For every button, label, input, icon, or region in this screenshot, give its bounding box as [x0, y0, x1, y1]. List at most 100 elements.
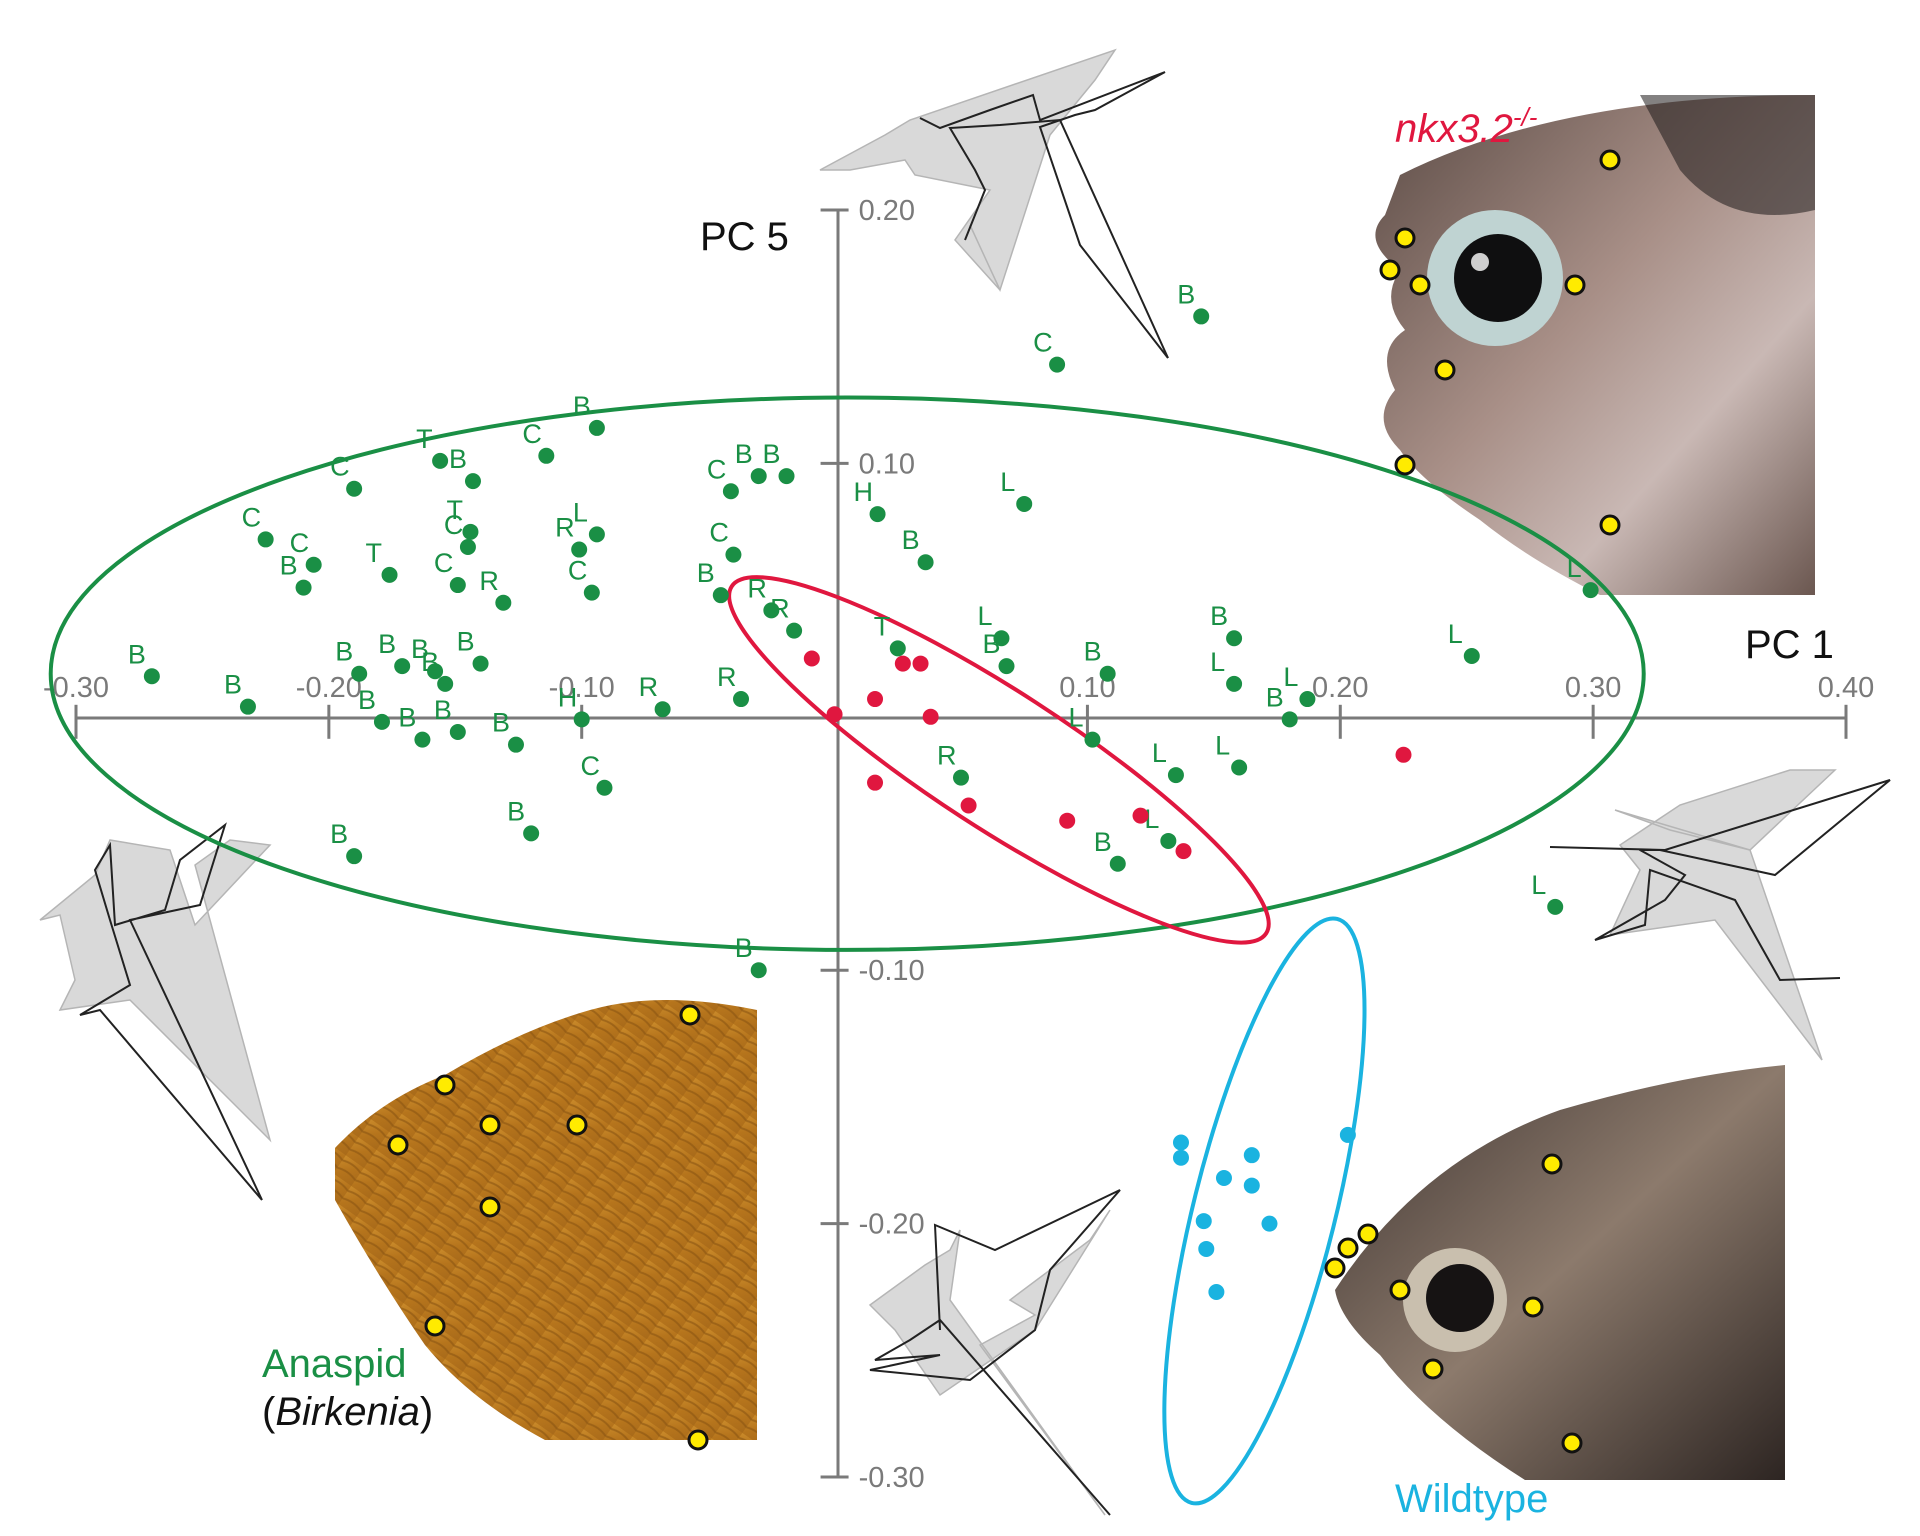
point-anaspid	[437, 675, 454, 692]
point-label: L	[1068, 703, 1083, 733]
point-label: T	[366, 538, 383, 568]
point-anaspid	[346, 848, 363, 865]
point-anaspid	[725, 546, 742, 563]
point-label: B	[492, 708, 510, 738]
point-label: L	[1210, 647, 1225, 677]
point-label: B	[358, 685, 376, 715]
point-nkx32	[867, 691, 884, 708]
point-nkx32	[912, 655, 929, 672]
point-label: L	[977, 601, 992, 631]
point-label: R	[937, 741, 957, 771]
point-anaspid	[917, 554, 934, 571]
point-label: L	[1448, 619, 1463, 649]
point-label: C	[522, 419, 542, 449]
point-anaspid	[427, 663, 444, 680]
landmark-dot	[1337, 1237, 1359, 1259]
point-label: T	[446, 495, 463, 525]
y-tick-label: 0.10	[859, 448, 915, 480]
landmark-dot	[1357, 1223, 1379, 1245]
point-nkx32	[1395, 746, 1412, 763]
landmark-dot	[1379, 259, 1401, 281]
point-anaspid	[538, 447, 555, 464]
x-tick-label: 0.20	[1312, 672, 1368, 704]
point-anaspid	[449, 577, 466, 594]
point-nkx32	[960, 797, 977, 814]
point-label: T	[416, 424, 433, 454]
ellipse-wildtype	[1162, 916, 1367, 1506]
point-anaspid	[596, 779, 613, 796]
point-wildtype	[1243, 1177, 1260, 1194]
point-nkx32	[867, 774, 884, 791]
landmark-dot	[1561, 1432, 1583, 1454]
wildtype-fish-photo	[1335, 1065, 1785, 1480]
point-label: B	[697, 558, 715, 588]
point-label: B	[411, 634, 429, 664]
point-wildtype	[1208, 1284, 1225, 1301]
point-anaspid	[998, 658, 1015, 675]
landmark-dot	[434, 1074, 456, 1096]
point-anaspid	[1547, 898, 1564, 915]
point-label: H	[558, 682, 578, 712]
y-axis: 0.200.10-0.10-0.20-0.30 PC 5	[700, 195, 925, 1494]
point-label: B	[1177, 279, 1195, 309]
point-label: B	[335, 637, 353, 667]
point-label: R	[717, 662, 737, 692]
point-nkx32	[894, 655, 911, 672]
point-anaspid	[305, 556, 322, 573]
wildtype-label: Wildtype	[1395, 1477, 1548, 1521]
confidence-ellipses	[48, 395, 1646, 1506]
point-anaspid	[495, 594, 512, 611]
landmark-dot	[1599, 149, 1621, 171]
point-anaspid	[763, 602, 780, 619]
point-anaspid	[953, 769, 969, 786]
point-label: R	[639, 672, 659, 702]
landmark-dot	[1422, 1358, 1444, 1380]
point-anaspid	[733, 691, 750, 708]
point-label: B	[330, 819, 348, 849]
landmark-dot	[479, 1114, 501, 1136]
point-anaspid	[583, 584, 600, 601]
point-anaspid	[346, 480, 363, 497]
point-anaspid	[1016, 495, 1033, 512]
mutant-annotation: nkx3.2-/-	[1395, 102, 1538, 151]
point-wildtype	[1215, 1169, 1232, 1186]
y-tick-label: -0.30	[859, 1462, 925, 1494]
anaspid-annotation: Anaspid (Birkenia)	[262, 1342, 433, 1434]
anaspid-genus: Birkenia	[275, 1390, 420, 1434]
point-anaspid	[143, 668, 160, 685]
landmark-dot	[1522, 1296, 1544, 1318]
point-label: B	[507, 796, 525, 826]
point-label: B	[902, 525, 920, 555]
point-label: B	[983, 629, 1001, 659]
point-label: B	[434, 695, 452, 725]
mutant-label: nkx3.2	[1395, 107, 1513, 151]
point-label: R	[747, 573, 767, 603]
point-label: B	[449, 444, 467, 474]
mutant-superscript: -/-	[1513, 102, 1538, 132]
point-anaspid	[472, 655, 489, 672]
shape-wireframe-bottom	[868, 1189, 1121, 1516]
anaspid-label: Anaspid	[262, 1342, 407, 1386]
point-label: C	[709, 518, 729, 548]
point-label: B	[573, 391, 591, 421]
point-anaspid	[1109, 855, 1126, 872]
point-anaspid	[1281, 711, 1298, 728]
landmark-dot	[566, 1114, 588, 1136]
point-wildtype	[1339, 1126, 1356, 1143]
point-label: C	[330, 452, 350, 482]
landmark-dot	[1324, 1257, 1346, 1279]
point-label: B	[1266, 682, 1284, 712]
point-anaspid	[778, 468, 795, 485]
point-anaspid	[588, 419, 605, 436]
landmark-dot	[687, 1429, 709, 1451]
point-label: T	[874, 611, 891, 641]
point-anaspid	[239, 698, 256, 715]
landmark-dot	[679, 1004, 701, 1026]
point-label: C	[434, 548, 454, 578]
point-nkx32	[803, 650, 820, 667]
point-anaspid	[257, 531, 274, 548]
point-wildtype	[1198, 1240, 1215, 1257]
point-anaspid	[1582, 582, 1599, 599]
